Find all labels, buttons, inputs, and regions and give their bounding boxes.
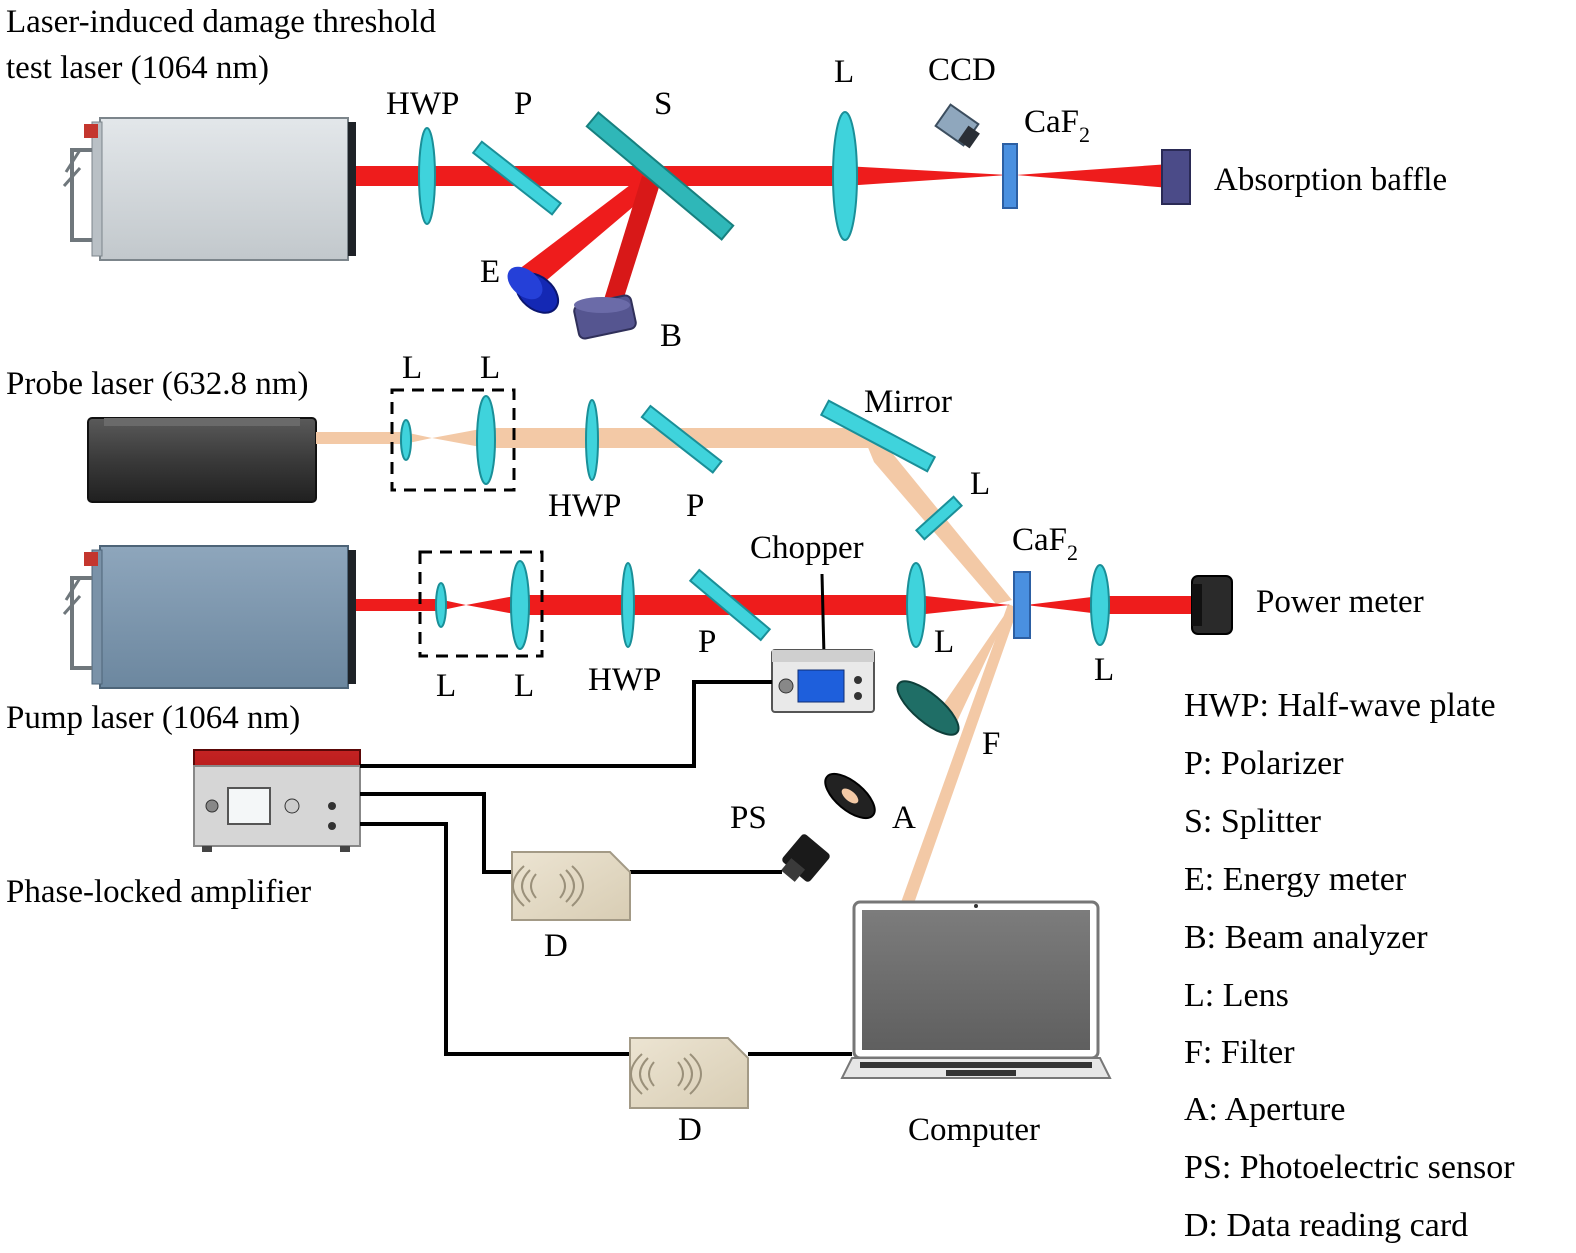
d-label-1: D <box>544 928 568 964</box>
expander-box-probe <box>390 388 516 492</box>
energy-meter <box>507 266 560 314</box>
aperture <box>824 772 876 820</box>
ccd-camera-icon <box>934 103 980 149</box>
chopper-controller <box>771 573 875 713</box>
test-laser-label-line2: test laser (1064 nm) <box>6 50 269 86</box>
legend-item: A: Aperture <box>1184 1091 1345 1128</box>
polarizer-pump <box>688 568 772 642</box>
polarizer-top <box>471 140 563 216</box>
p-label-top: P <box>514 86 532 122</box>
pump-laser-label: Pump laser (1064 nm) <box>6 700 300 736</box>
amplifier-label: Phase-locked amplifier <box>6 874 311 910</box>
polarizer-probe <box>640 404 723 474</box>
legend-item: D: Data reading card <box>1184 1207 1468 1244</box>
signal-cables <box>360 680 852 1056</box>
power-meter-label: Power meter <box>1256 584 1424 620</box>
f-label: F <box>982 726 1000 762</box>
chopper-label: Chopper <box>750 530 864 566</box>
data-card-2 <box>629 1037 749 1109</box>
legend-item: E: Energy meter <box>1184 861 1407 898</box>
test-laser-label-line1: Laser-induced damage threshold <box>6 4 436 40</box>
pump-laser-source <box>62 545 356 689</box>
data-card-1 <box>511 851 631 921</box>
mirror <box>819 399 937 473</box>
b-label: B <box>660 318 682 354</box>
l-label-pump-4: L <box>1094 652 1114 688</box>
l-label-probe-2: L <box>480 350 500 386</box>
e-label: E <box>480 254 500 290</box>
expander-box-pump <box>418 550 544 658</box>
pump-lens-2 <box>510 560 530 650</box>
hwp-label-probe: HWP <box>548 488 621 524</box>
absorption-baffle-label: Absorption baffle <box>1214 162 1447 198</box>
hwp-plate-top <box>418 127 436 225</box>
hwp-plate-pump <box>621 562 635 648</box>
l-label-pump-2: L <box>514 668 534 704</box>
caf2-label-top: CaF2 <box>1024 104 1090 147</box>
hwp-label-pump: HWP <box>588 662 661 698</box>
pump-focus-lens <box>906 562 926 648</box>
caf2-top-sub: 2 <box>1079 122 1090 147</box>
test-laser-source <box>62 117 356 261</box>
d-label-2: D <box>678 1112 702 1148</box>
test-laser-beam <box>356 164 1170 310</box>
caf2-sample-middle <box>1013 571 1031 639</box>
power-meter <box>1191 575 1233 635</box>
legend-item: PS: Photoelectric sensor <box>1184 1149 1515 1186</box>
legend-item: B: Beam analyzer <box>1184 919 1428 956</box>
hwp-label-top: HWP <box>386 86 459 122</box>
collect-lens <box>1090 564 1110 646</box>
mirror-label: Mirror <box>864 384 952 420</box>
l-label-pump-3: L <box>934 624 954 660</box>
probe-laser-label: Probe laser (632.8 nm) <box>6 366 308 402</box>
legend-item: S: Splitter <box>1184 803 1322 840</box>
legend-item: L: Lens <box>1184 977 1289 1014</box>
probe-lens-2 <box>476 395 496 485</box>
l-label-probe-1: L <box>402 350 422 386</box>
computer-label: Computer <box>908 1112 1040 1148</box>
beam-splitter <box>585 111 735 241</box>
ps-label: PS <box>730 800 767 836</box>
caf2-mid-sub: 2 <box>1067 540 1078 565</box>
s-label: S <box>654 86 672 122</box>
probe-focus-lens <box>914 495 964 541</box>
legend-item: P: Polarizer <box>1184 745 1344 782</box>
caf2-mid-base: CaF <box>1012 522 1067 558</box>
ccd-label: CCD <box>928 52 996 88</box>
l-label-probe-3: L <box>970 466 990 502</box>
probe-lens-1 <box>400 419 412 461</box>
focusing-lens-top <box>832 111 858 241</box>
legend-item: F: Filter <box>1184 1034 1295 1071</box>
beam-analyzer <box>573 294 637 340</box>
filter <box>896 680 960 736</box>
probe-laser-source <box>87 417 317 503</box>
absorption-baffle <box>1161 149 1191 205</box>
legend-item: HWP: Half-wave plate <box>1184 687 1496 724</box>
p-label-probe: P <box>686 488 704 524</box>
pump-lens-1 <box>435 582 447 628</box>
computer-laptop <box>840 900 1112 1079</box>
caf2-sample-top <box>1002 143 1018 209</box>
hwp-plate-probe <box>585 399 599 481</box>
caf2-label-middle: CaF2 <box>1012 522 1078 565</box>
caf2-top-base: CaF <box>1024 104 1079 140</box>
a-label: A <box>892 800 916 836</box>
p-label-pump: P <box>698 624 716 660</box>
l-label-top: L <box>834 54 854 90</box>
phase-locked-amplifier <box>193 749 361 852</box>
photoelectric-sensor <box>780 834 830 882</box>
l-label-pump-1: L <box>436 668 456 704</box>
pump-beam <box>356 595 1194 615</box>
legend: HWP: Half-wave plate P: Polarizer S: Spl… <box>1184 687 1515 1244</box>
